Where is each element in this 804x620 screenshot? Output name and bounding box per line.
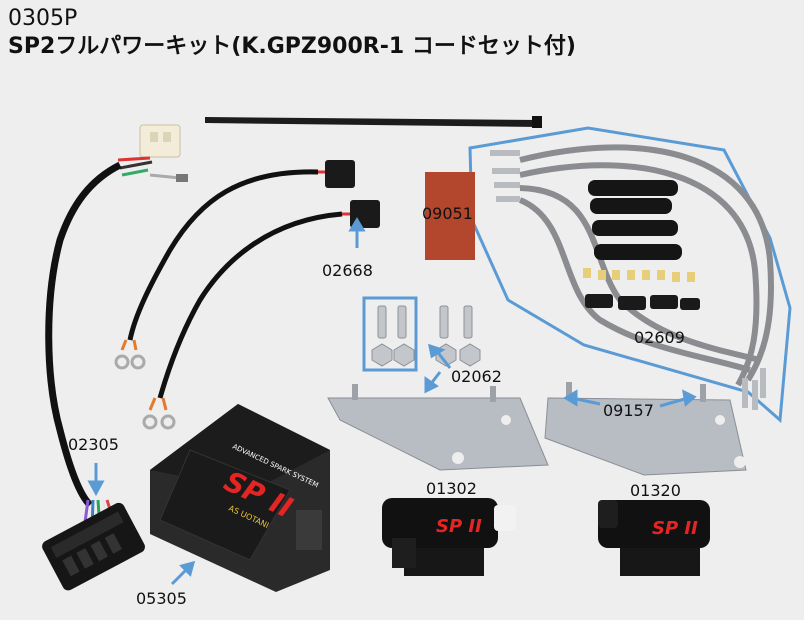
product-code: 0305P	[8, 6, 78, 31]
ignition-coil-01302: SP II	[382, 498, 516, 576]
bracket-right	[544, 382, 747, 476]
label-02668: 02668	[322, 261, 373, 280]
label-09051: 09051	[422, 204, 473, 223]
adapter-wires	[114, 160, 380, 430]
zip-tie	[205, 116, 542, 128]
label-05305: 05305	[136, 589, 187, 608]
cord-clips	[585, 294, 700, 310]
cord-terminals	[490, 150, 766, 410]
spark-unit-05305: ADVANCED SPARK SYSTEM SP II AS UOTANI	[150, 404, 330, 592]
bolt-group-outline	[362, 296, 418, 372]
cord-set-outline	[468, 126, 792, 424]
callout-arrows	[87, 217, 697, 586]
product-title: SP2フルパワーキット(K.GPZ900R-1 コードセット付)	[8, 34, 576, 59]
label-01320: 01320	[630, 481, 681, 500]
label-09157: 09157	[603, 401, 654, 420]
label-01302: 01302	[426, 479, 477, 498]
plug-caps	[588, 180, 682, 260]
spacer-rings	[583, 268, 695, 282]
rubber-pad	[425, 172, 475, 260]
coil2-logo-text: SP II	[652, 518, 698, 539]
label-02305: 02305	[68, 435, 119, 454]
coil1-logo-text: SP II	[436, 516, 482, 537]
label-02062: 02062	[451, 367, 502, 386]
bracket-left	[327, 384, 549, 471]
bolts-and-nuts	[371, 305, 481, 367]
label-02609: 02609	[634, 328, 685, 347]
main-harness	[42, 124, 188, 591]
ignition-coil-01320: SP II	[598, 500, 710, 576]
